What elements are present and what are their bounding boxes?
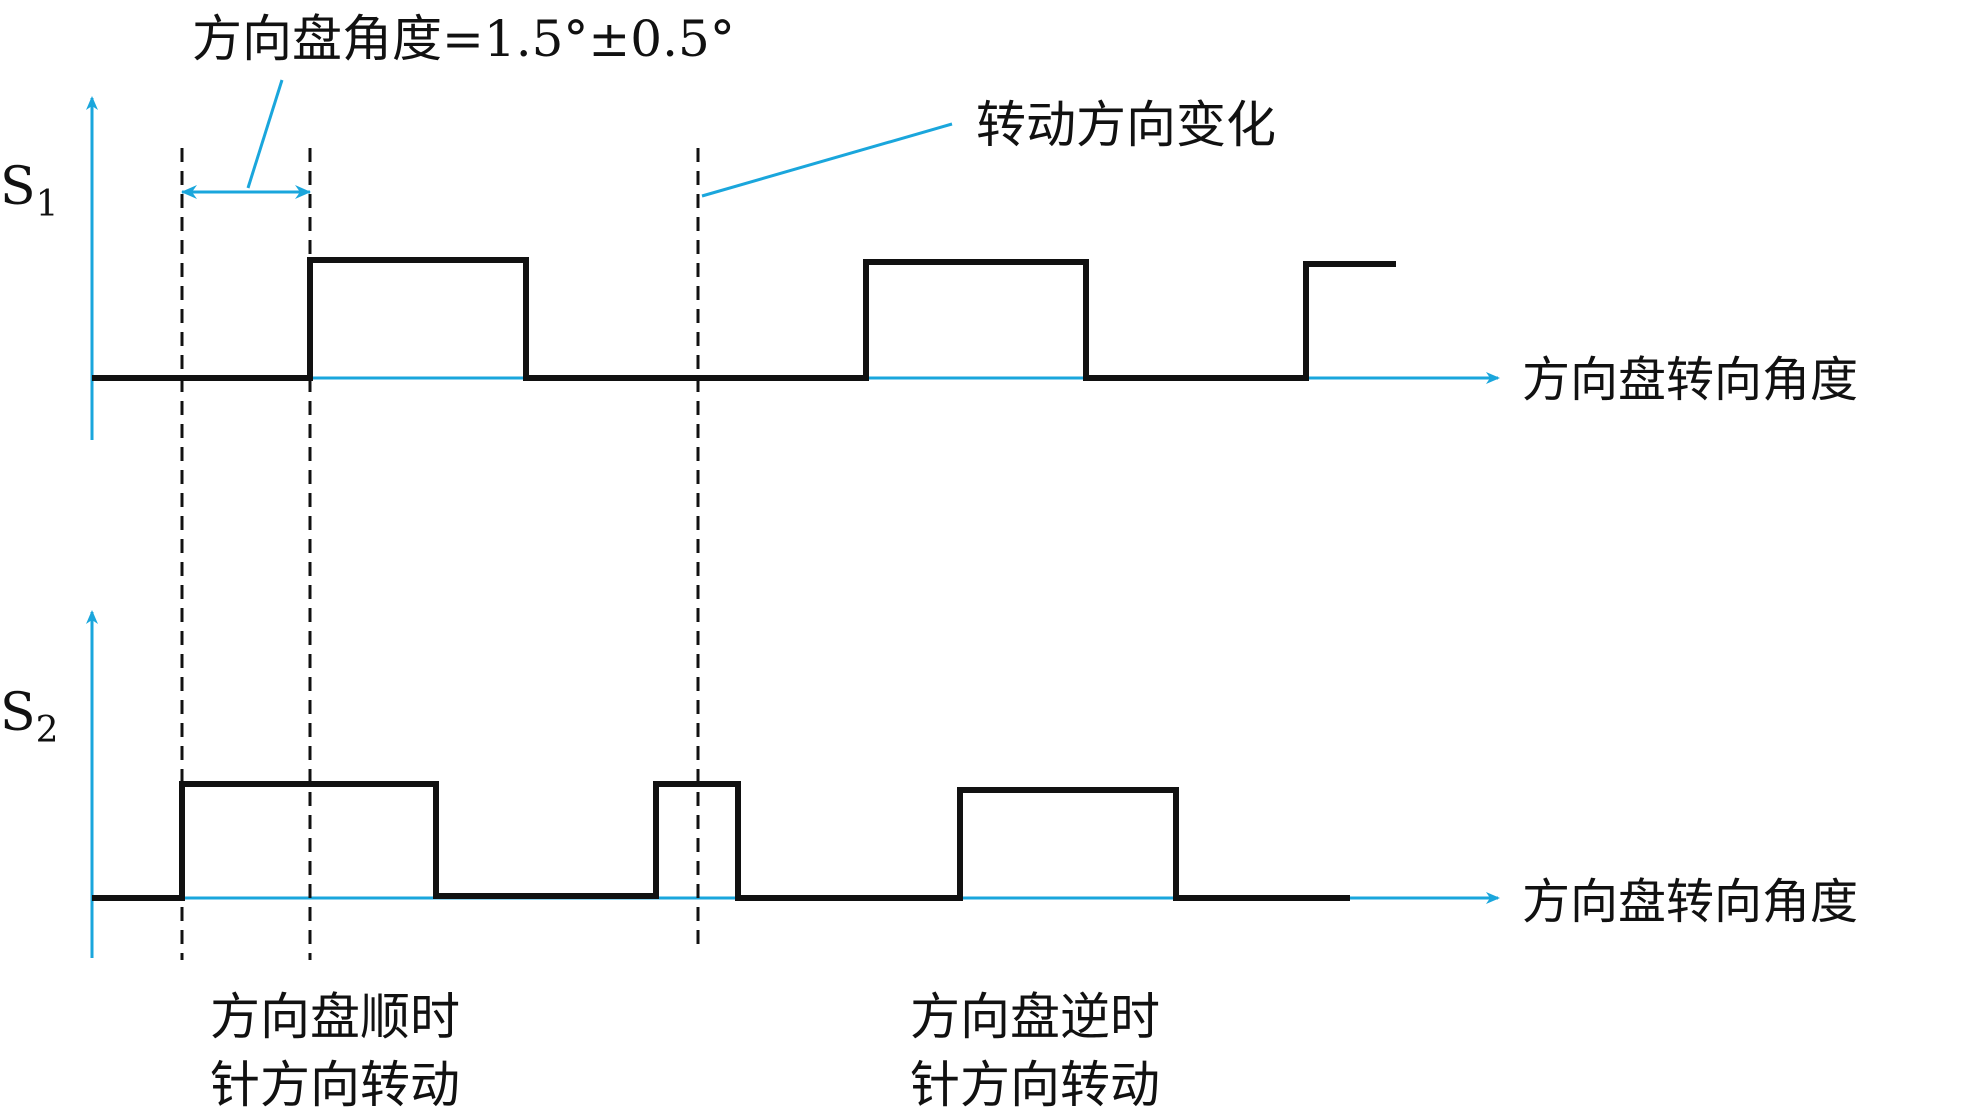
s2-label: S2 — [0, 683, 59, 751]
counterclockwise-region-line-2: 针方向转动 — [910, 1056, 1160, 1114]
s1-axis-label: 方向盘转向角度 — [1522, 352, 1858, 408]
s2-waveform — [92, 781, 1350, 901]
clockwise-region-line-2: 针方向转动 — [210, 1056, 460, 1114]
s2-label-subscript: 2 — [36, 710, 59, 751]
counterclockwise-region-line-1: 方向盘逆时 — [910, 988, 1160, 1046]
direction-change-label: 转动方向变化 — [976, 96, 1276, 154]
angle-label: 方向盘角度=1.5°±0.5° — [192, 10, 735, 68]
s1-waveform — [92, 257, 1396, 381]
s2-label-name: S — [0, 683, 36, 743]
s1-label-subscript: 1 — [36, 184, 59, 225]
direction-change-leader-line — [701, 122, 953, 198]
s1-label: S1 — [0, 157, 59, 225]
s2-axis-label: 方向盘转向角度 — [1522, 874, 1858, 930]
s1-axes — [86, 96, 1500, 440]
guide-lines — [180, 148, 700, 960]
clockwise-region-line-1: 方向盘顺时 — [210, 988, 460, 1046]
angle-leader-line — [246, 79, 284, 189]
s1-label-name: S — [0, 157, 36, 217]
angle-dimension — [181, 79, 311, 199]
